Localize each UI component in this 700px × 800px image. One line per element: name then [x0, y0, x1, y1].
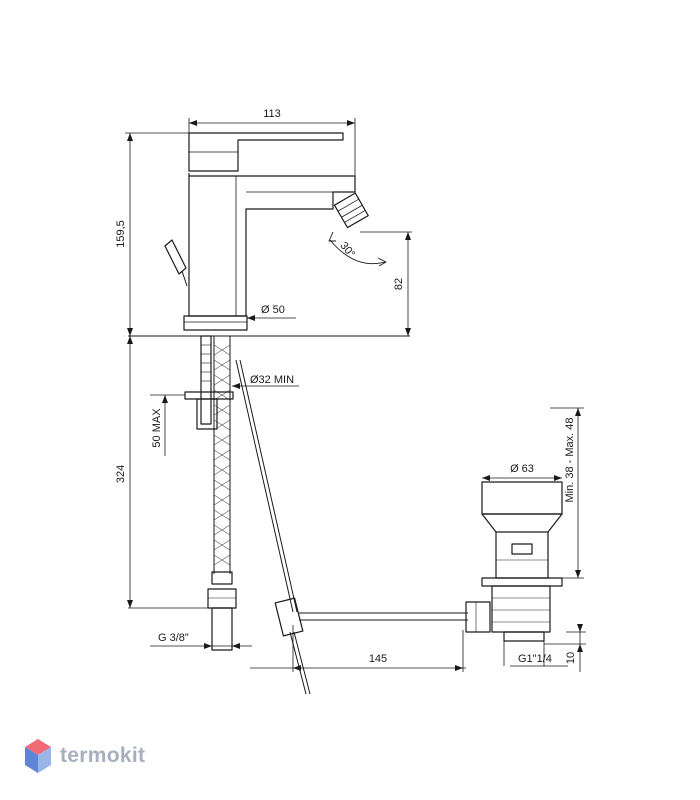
dimension-lines [125, 118, 586, 672]
faucet-base [183, 315, 248, 331]
dim-82: 82 [393, 278, 405, 290]
dim-waste-range: Min. 38 - Max. 48 [564, 418, 576, 503]
hexagon-logo-icon [25, 739, 51, 773]
lift-housing [465, 601, 491, 633]
dim-angle: 30° [337, 240, 357, 260]
waste-body [495, 532, 549, 579]
pop-up-rod [235, 359, 468, 695]
dimension-arrows [127, 120, 583, 671]
dimension-labels: 113 159,5 30° 82 Ø 50 Ø32 MIN 50 MAX 324… [115, 108, 577, 665]
dim-hole-min: Ø32 MIN [250, 374, 294, 386]
faucet-column [188, 173, 356, 317]
braided-hose [213, 336, 231, 574]
brand-name: termokit [60, 744, 146, 767]
pop-up-knob [164, 239, 187, 275]
dim-thread-inlet: G 3/8" [158, 632, 189, 644]
dim-159-5: 159,5 [115, 220, 127, 248]
dim-10: 10 [565, 652, 577, 664]
angle-arc [329, 239, 386, 265]
dim-deck-max: 50 MAX [151, 408, 163, 448]
lever-handle [188, 132, 344, 172]
dim-145: 145 [369, 653, 387, 665]
mounting-nut [184, 391, 234, 400]
faucet-body [128, 132, 410, 337]
dim-324: 324 [115, 465, 127, 483]
supply-hoses [184, 335, 237, 651]
dim-base-diameter: Ø 50 [261, 304, 285, 316]
swivel-nozzle [333, 192, 369, 229]
waste-valve [465, 481, 563, 666]
rod-clip [274, 597, 304, 637]
hose-fitting [211, 571, 233, 585]
threaded-stud [200, 335, 212, 425]
dim-waste-diameter: Ø 63 [510, 463, 534, 475]
dim-113: 113 [263, 108, 281, 120]
dim-thread-waste: G1"1/4 [518, 653, 552, 665]
waste-cap [481, 481, 563, 515]
brand-logo: termokit [24, 736, 145, 776]
